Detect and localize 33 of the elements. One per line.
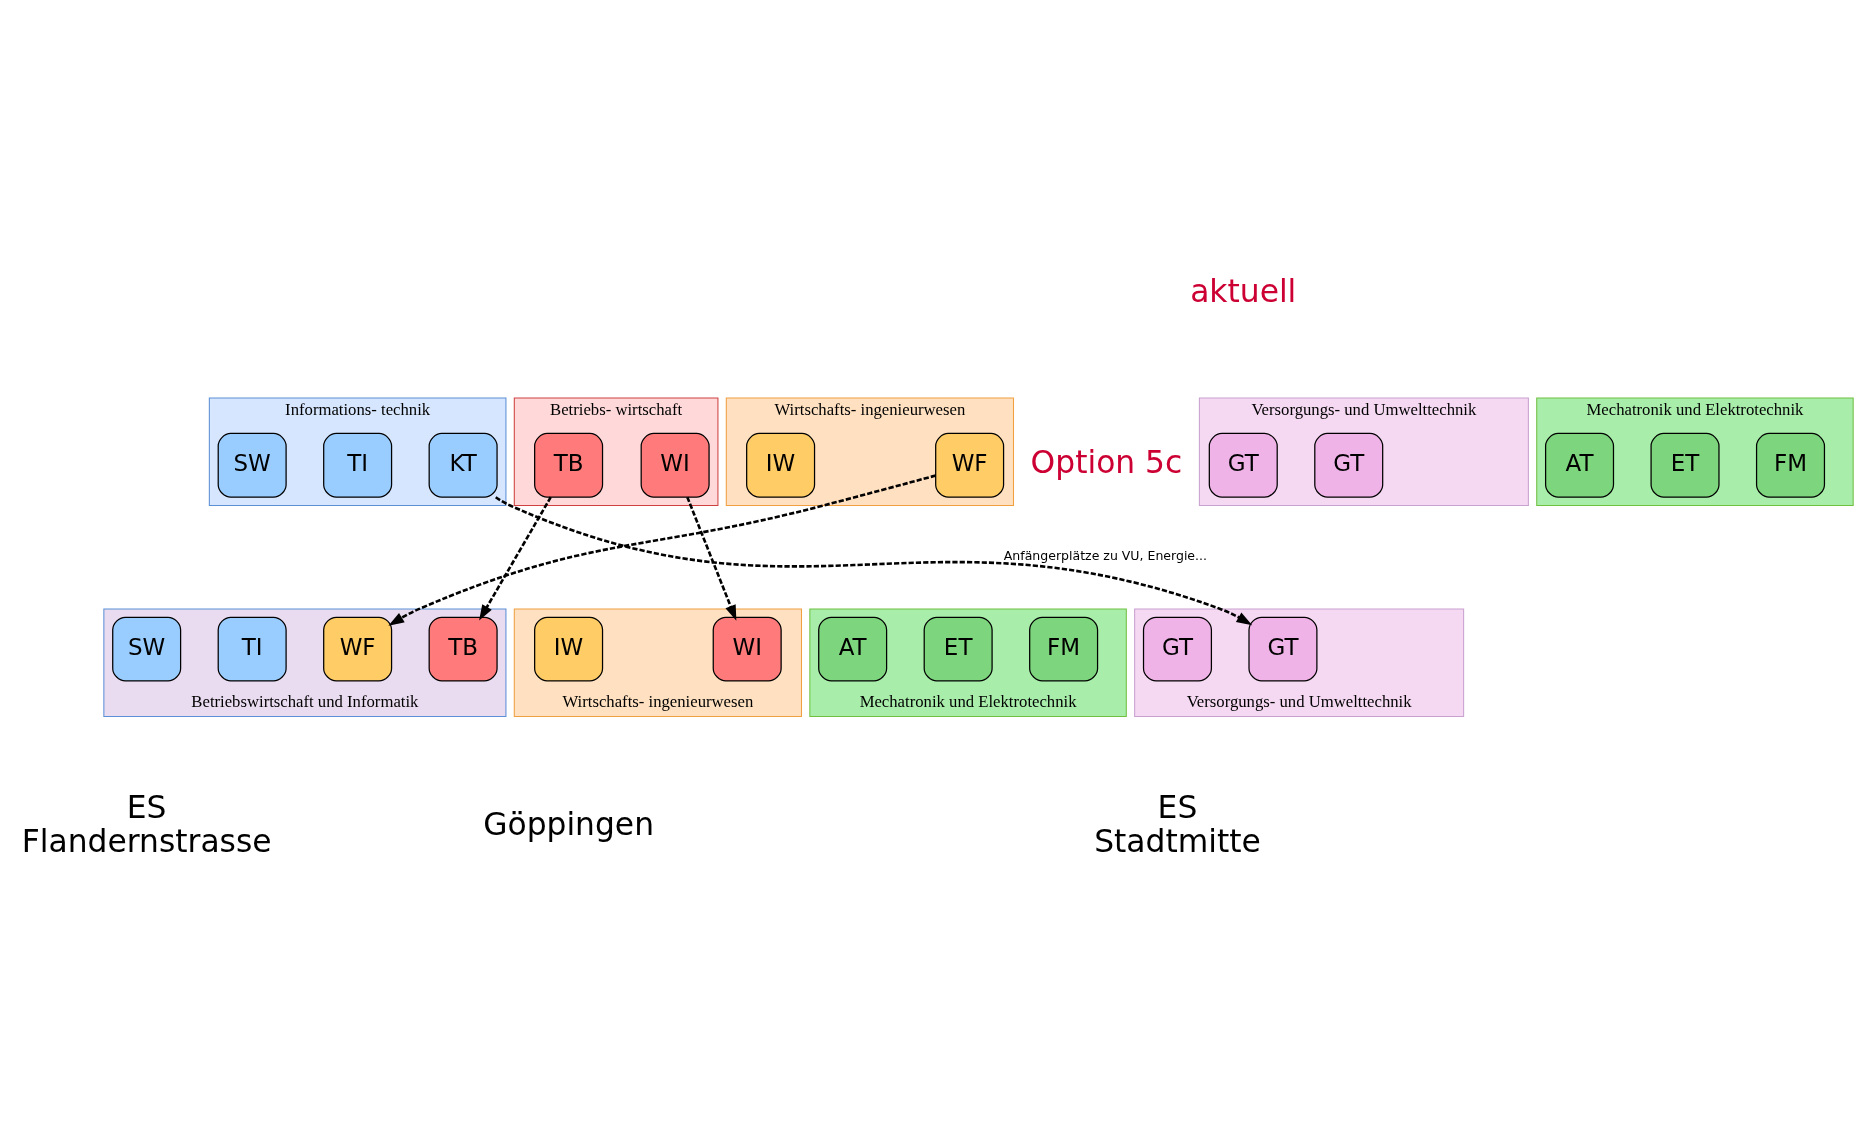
node-box: IW [746, 432, 816, 498]
label: ES Stadtmitte [1094, 788, 1261, 859]
node-box: GT [1208, 432, 1278, 498]
node-box: KT [428, 432, 498, 498]
arrow [495, 495, 1253, 625]
edge-label: Anfängerplätze zu VU, Energie... [1003, 547, 1208, 563]
node-box: SW [112, 616, 182, 682]
arrow [388, 473, 937, 626]
node-box: WF [935, 432, 1005, 498]
node-box: SW [217, 432, 287, 498]
node-box: AT [818, 616, 888, 682]
node-box: GT [1248, 616, 1318, 682]
arrow [686, 496, 737, 621]
arrow [479, 496, 552, 620]
node-box: FM [1029, 616, 1099, 682]
node-box: IW [534, 616, 604, 682]
node-box: TB [534, 432, 604, 498]
node-box: GT [1314, 432, 1384, 498]
node-box: FM [1755, 432, 1826, 498]
label: ES Flandernstrasse [21, 788, 272, 859]
node-box: TI [217, 616, 287, 682]
node-box: ET [1650, 432, 1720, 498]
node-box: TB [428, 616, 498, 682]
node-box: GT [1142, 616, 1213, 682]
node-box: WI [712, 616, 782, 682]
label: aktuell [1190, 272, 1297, 309]
node-box: TI [323, 432, 393, 498]
node-box: WI [640, 432, 710, 498]
node-box: ET [923, 616, 993, 682]
label: Göppingen [483, 805, 654, 842]
node-box: AT [1545, 432, 1615, 498]
node-box: WF [323, 616, 393, 682]
label: Option 5c [1030, 443, 1183, 480]
